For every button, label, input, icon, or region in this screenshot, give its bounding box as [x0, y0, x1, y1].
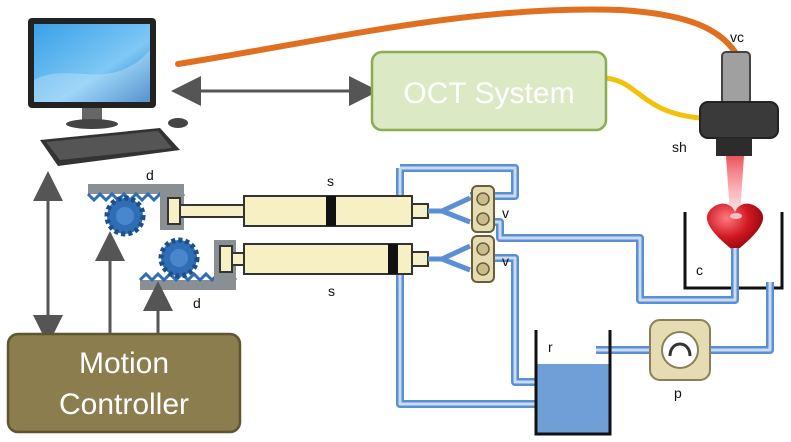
keyboard-icon	[40, 128, 180, 166]
label-vc: vc	[730, 29, 744, 45]
label-s-top: s	[327, 173, 334, 189]
valve-top	[471, 185, 495, 233]
motion-controller-label-line1: Motion	[79, 347, 169, 380]
label-d-top: d	[146, 167, 154, 183]
syringe-bottom	[219, 243, 472, 275]
gear-icon	[104, 195, 146, 237]
oct-system-label: OCT System	[403, 77, 574, 110]
label-s-bottom: s	[328, 283, 335, 299]
label-sh: sh	[672, 139, 687, 155]
reservoir	[534, 330, 612, 436]
pump-icon	[649, 319, 711, 381]
label-v-bottom: v	[502, 253, 509, 269]
motion-controller-label-line2: Controller	[59, 388, 189, 421]
syringe-top	[167, 195, 472, 227]
mouse-icon	[168, 118, 188, 128]
computer-icon	[28, 18, 188, 166]
yellow-fiber	[603, 75, 703, 121]
label-c: c	[696, 262, 703, 278]
label-r: r	[548, 339, 553, 355]
motion-controller-block: Motion Controller	[6, 332, 242, 434]
label-d-bottom: d	[193, 295, 201, 311]
label-p: p	[674, 385, 682, 401]
label-v-top: v	[502, 205, 509, 221]
laser-beam	[726, 156, 744, 214]
camera-icon	[699, 51, 779, 156]
valve-bottom	[471, 235, 495, 283]
gear-icon	[158, 237, 200, 279]
computer-monitor-icon	[28, 18, 156, 129]
orange-fiber	[175, 6, 738, 67]
oct-system-block: OCT System	[370, 50, 608, 132]
heart-icon	[706, 203, 764, 252]
